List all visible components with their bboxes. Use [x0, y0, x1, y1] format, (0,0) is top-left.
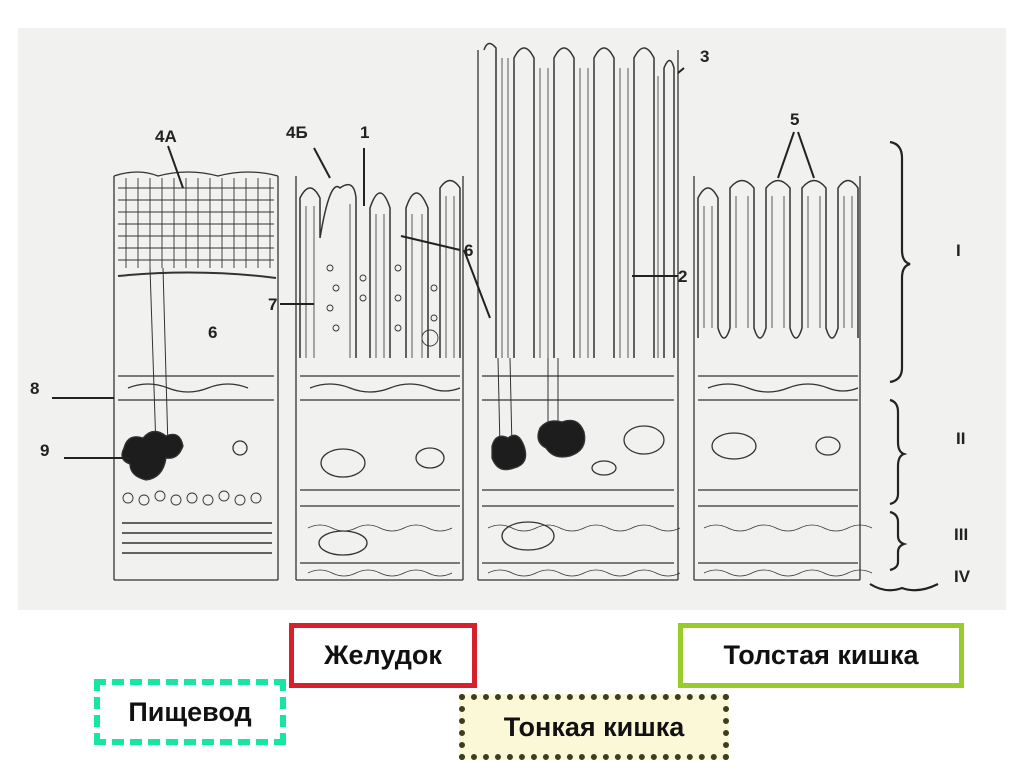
label-6-stomach: 6 — [464, 242, 473, 259]
label-layer-II: II — [956, 430, 965, 447]
stomach-caption-text: Желудок — [324, 640, 442, 671]
histology-figure: 4А 4Б 1 3 5 6 6 7 2 8 9 I II III IV — [18, 28, 1006, 610]
esophagus-caption-text: Пищевод — [128, 697, 251, 728]
stomach-panel — [296, 176, 463, 580]
label-7: 7 — [268, 296, 277, 313]
colon-caption-text: Толстая кишка — [723, 640, 918, 671]
colon-caption: Толстая кишка — [678, 623, 964, 688]
label-layer-IV: IV — [954, 568, 970, 585]
stomach-caption: Желудок — [289, 623, 477, 688]
label-3: 3 — [700, 48, 709, 65]
label-5: 5 — [790, 111, 799, 128]
small-intestine-panel — [478, 43, 680, 580]
wall-layers-drawing — [18, 28, 1006, 610]
small-intestine-caption-text: Тонкая кишка — [504, 712, 685, 743]
label-8: 8 — [30, 380, 39, 397]
label-4a: 4А — [155, 128, 177, 145]
label-6-esophagus: 6 — [208, 324, 217, 341]
label-9: 9 — [40, 442, 49, 459]
label-layer-III: III — [954, 526, 968, 543]
esophagus-caption: Пищевод — [94, 679, 286, 745]
esophagus-panel — [114, 172, 278, 580]
label-1: 1 — [360, 124, 369, 141]
small-intestine-caption: Тонкая кишка — [459, 694, 729, 760]
layer-braces — [870, 142, 938, 590]
label-2: 2 — [678, 268, 687, 285]
label-layer-I: I — [956, 242, 961, 259]
colon-panel — [694, 176, 872, 580]
label-4b: 4Б — [286, 124, 308, 141]
